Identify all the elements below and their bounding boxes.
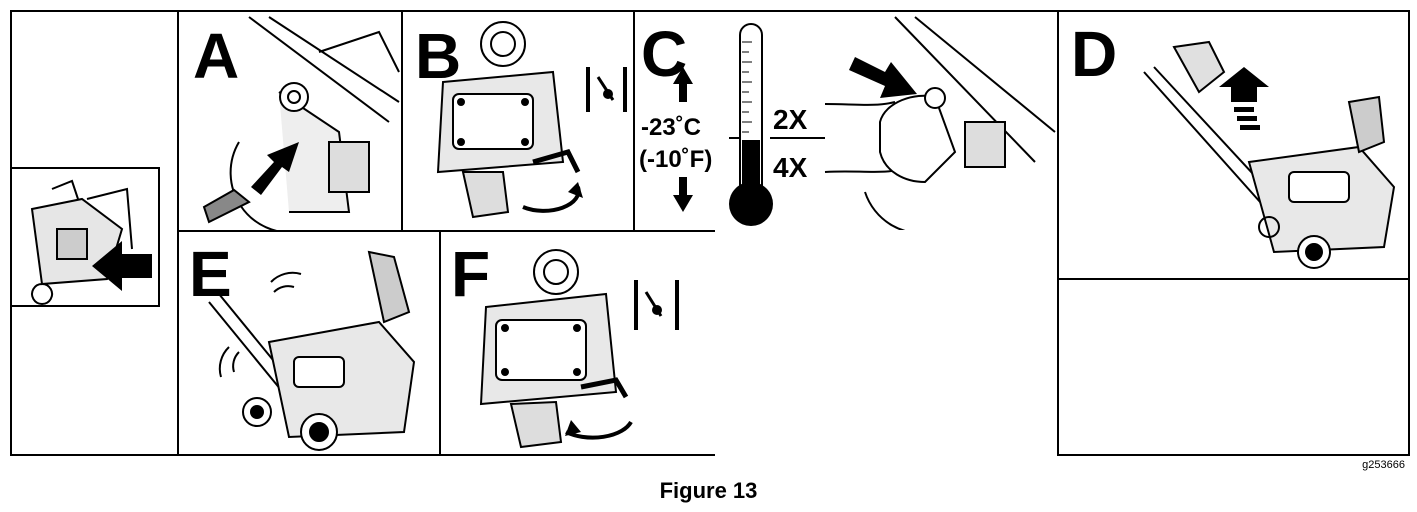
panel-d: D xyxy=(1057,10,1410,280)
arrow-down-icon xyxy=(673,177,693,212)
empty-panel xyxy=(715,230,1059,456)
panel-c: C xyxy=(633,10,1059,232)
figure-image-id: g253666 xyxy=(1362,459,1405,471)
primer-count-below: 4X xyxy=(773,152,808,183)
panel-f-letter: F xyxy=(451,238,491,310)
push-arrow-icon xyxy=(251,142,299,195)
recoil-start-illustration xyxy=(1143,40,1396,269)
primer-count-illustration xyxy=(673,16,1056,230)
panel-e-letter: E xyxy=(189,238,232,310)
engine-running-illustration xyxy=(208,250,416,451)
snowblower-overview-illustration xyxy=(30,179,152,305)
figure-caption: Figure 13 xyxy=(659,478,758,503)
pull-arrow-icon xyxy=(1219,67,1269,130)
arrow-up-icon xyxy=(673,67,693,102)
panel-f: F xyxy=(439,230,717,456)
temperature-fahrenheit: (-10˚F) xyxy=(639,146,713,173)
overview-panel xyxy=(10,167,160,307)
primer-bulb-icon xyxy=(202,188,251,224)
primer-illustration xyxy=(202,16,400,230)
choke-on-illustration xyxy=(436,21,627,219)
push-arrow-icon xyxy=(92,241,152,291)
choke-off-illustration xyxy=(479,249,679,449)
push-arrow-icon xyxy=(849,57,917,98)
thermometer-icon xyxy=(729,23,773,226)
panel-a: A xyxy=(177,10,403,232)
choke-icon xyxy=(634,280,679,330)
panel-b: B xyxy=(401,10,635,232)
primer-count-above: 2X xyxy=(773,104,808,135)
panel-e: E xyxy=(177,230,441,456)
panel-b-letter: B xyxy=(415,20,462,92)
panel-a-letter: A xyxy=(193,20,240,92)
panel-d-letter: D xyxy=(1071,18,1118,90)
temperature-celsius: -23˚C xyxy=(641,114,702,141)
